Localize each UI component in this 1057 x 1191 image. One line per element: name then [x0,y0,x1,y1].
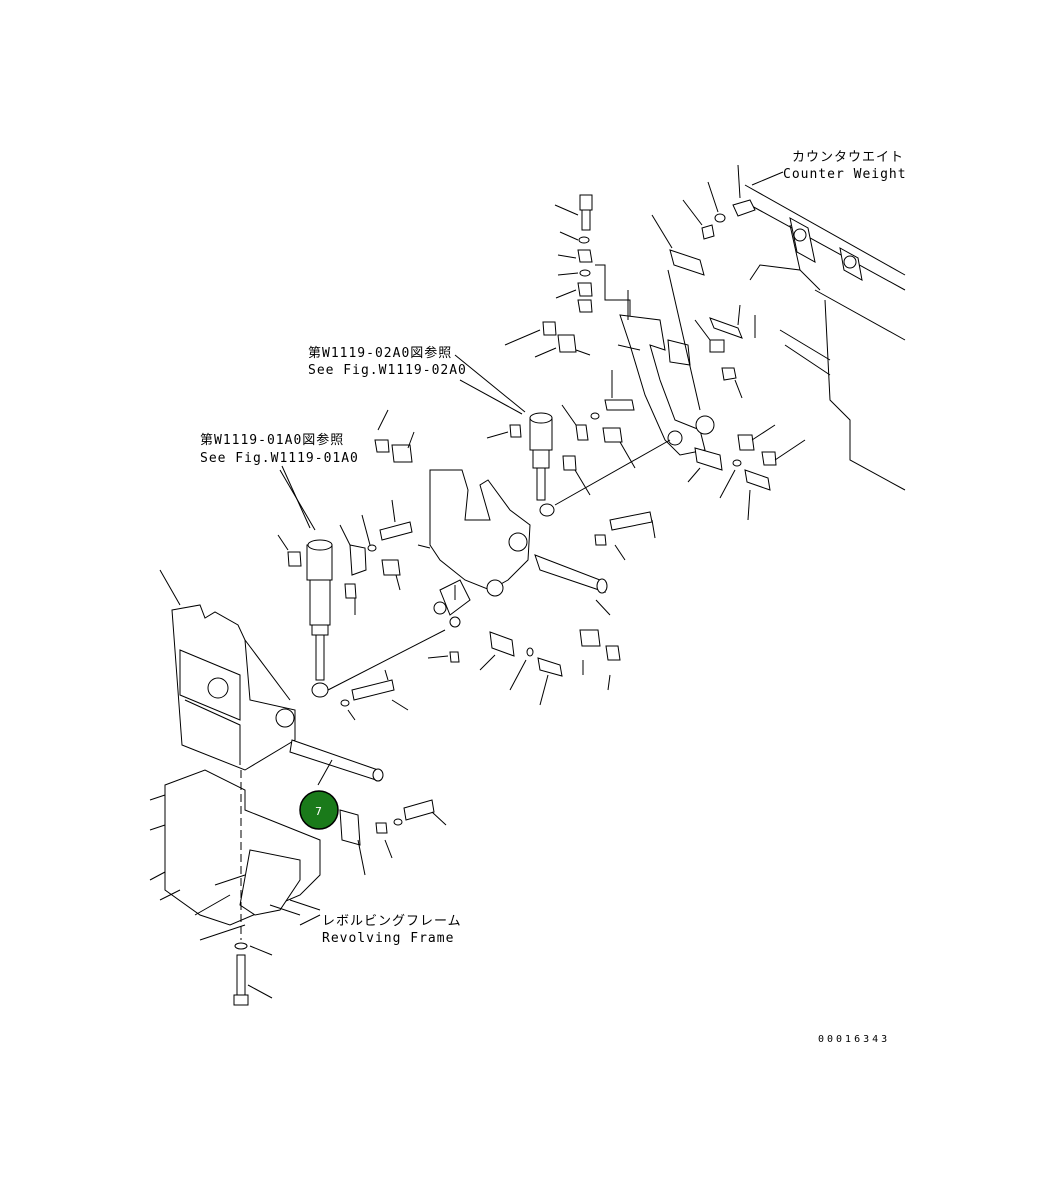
ref-fig-01a0-label-en: See Fig.W1119-01A0 [200,451,359,466]
ref-fig-02a0-label-ja: 第W1119-02A0図参照 [308,345,452,361]
link-bracket-assembly [617,269,715,456]
callout-badge-circle[interactable] [299,790,339,830]
middle-mount-bracket [374,409,531,628]
upper-fasteners [554,194,631,320]
callout-badge[interactable]: 7 [299,790,339,830]
callout-badge-number[interactable]: 7 [315,805,322,818]
revolving-frame-label-ja: レボルビングフレーム [322,914,462,929]
lower-cylinder [277,469,446,698]
revolving-frame [149,769,321,941]
middle-right-fasteners [504,321,806,521]
label-leaders [281,171,784,926]
upper-right-bolts [651,164,756,399]
figure-number: 00016343 [818,1034,890,1045]
counterweight-outline [744,184,906,491]
callout-area-parts [339,799,447,876]
bottom-bolt [233,770,273,1006]
pins-and-rollers [427,511,656,706]
counterweight-label-en: Counter Weight [783,167,907,182]
counterweight-label-ja: カウンタウエイト [792,150,904,165]
ref-fig-02a0-label-en: See Fig.W1119-02A0 [308,363,467,378]
lower-mount-bracket [159,569,409,786]
ref-fig-01a0-label-ja: 第W1119-01A0図参照 [200,432,344,448]
upper-cylinder [454,354,671,517]
revolving-frame-label-en: Revolving Frame [322,931,454,946]
